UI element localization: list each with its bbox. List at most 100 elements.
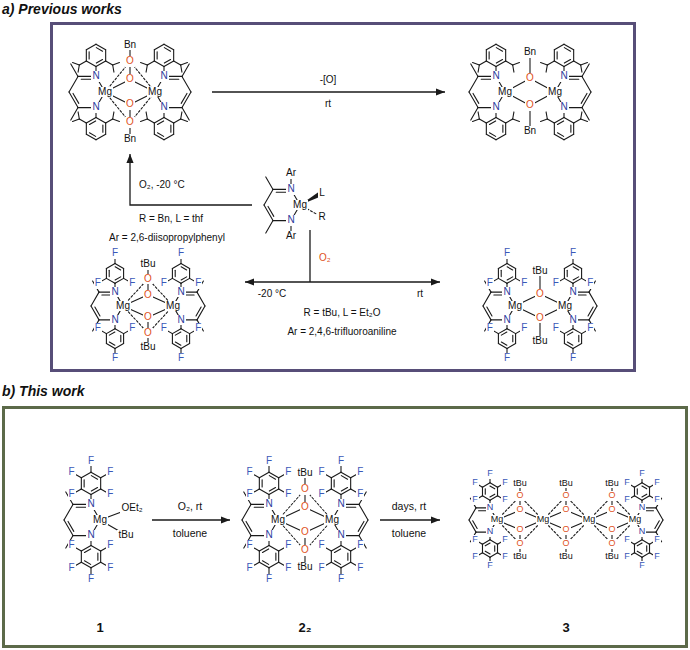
bond-line: [485, 489, 486, 495]
bond-line: [359, 504, 368, 520]
atom-label: F: [318, 467, 326, 478]
bond-line: [196, 307, 201, 316]
atom-label: F: [653, 495, 661, 504]
atom-label: Bn: [123, 134, 137, 145]
bond-line: [120, 335, 121, 341]
bond-line: [341, 562, 351, 568]
bond-line: [564, 48, 570, 52]
bond-line: [81, 489, 91, 495]
atom-label: F: [356, 563, 364, 574]
bond-line: [154, 61, 164, 67]
bond-line: [546, 65, 547, 72]
atom-label: N: [110, 287, 119, 298]
bond-line: [646, 546, 647, 552]
bond-line: [513, 65, 514, 72]
atom-label: F: [106, 540, 114, 551]
bond-line: [123, 268, 124, 278]
bond-line: [175, 270, 176, 276]
bond-line: [89, 133, 95, 137]
bond-line: [573, 329, 582, 334]
bond-line: [564, 44, 574, 50]
bond-line: [95, 307, 100, 316]
bond-line: [582, 64, 589, 76]
bond-line: [73, 63, 80, 65]
bond-line: [73, 119, 80, 121]
bond-line: [69, 92, 78, 108]
atom-label: F: [552, 278, 560, 289]
bond-line: [96, 60, 102, 64]
bond-line: [181, 267, 186, 270]
bond-line: [262, 549, 268, 553]
bond-line: [469, 520, 476, 532]
bond-line: [507, 277, 512, 280]
atom-label: N: [491, 71, 500, 82]
condition-label: toluene: [391, 528, 427, 539]
bond-line: [164, 61, 174, 67]
atom-label: F: [356, 540, 364, 551]
bond-line: [567, 342, 572, 345]
bond-line: [656, 520, 663, 532]
bond-line: [173, 123, 174, 134]
bond-line: [106, 334, 107, 344]
bond-line: [113, 63, 120, 65]
atom-label: tBu: [117, 530, 134, 541]
bond-line: [269, 472, 279, 478]
bond-line: [564, 117, 574, 123]
atom-label: F: [284, 467, 292, 478]
bond-line: [73, 93, 79, 103]
bond-line: [79, 61, 86, 65]
atom-label: tBu: [604, 552, 620, 561]
bond-line: [564, 60, 570, 64]
bond-line: [494, 546, 495, 552]
condition-label: O₂, -20 °C: [138, 180, 186, 191]
bond-line: [334, 561, 340, 565]
bond-line: [170, 125, 171, 132]
bond-line: [167, 79, 179, 80]
bond-line: [97, 553, 98, 560]
bond-line: [109, 342, 114, 345]
reaction-arrow: [245, 281, 440, 282]
bond-line: [485, 543, 490, 546]
bond-line: [334, 480, 335, 487]
bond-line: [570, 125, 571, 132]
atom-label: F: [471, 552, 479, 561]
atom-label: F: [246, 540, 254, 551]
atom-label: N: [264, 499, 273, 510]
bond-line: [147, 61, 154, 65]
bond-line: [554, 123, 555, 134]
atom-label: F: [106, 467, 114, 478]
bond-line: [482, 544, 483, 553]
bond-line: [573, 344, 582, 349]
bond-line: [81, 545, 91, 551]
bond-line: [501, 332, 506, 335]
bond-line: [278, 551, 279, 562]
atom-label: N: [159, 71, 168, 82]
bond-line: [513, 63, 520, 65]
atom-label: Mg: [490, 515, 505, 524]
atom-label: O: [535, 289, 545, 300]
bond-line: [564, 61, 574, 67]
bond-line: [71, 108, 78, 120]
atom-label: N: [568, 287, 577, 298]
bond-line: [259, 562, 269, 568]
bond-line: [473, 119, 480, 121]
panel-frame: b) This work: [2, 406, 688, 648]
bond-line: [91, 562, 101, 568]
bond-line: [242, 504, 251, 520]
bond-line: [574, 119, 581, 123]
bond-line: [331, 472, 341, 478]
bond-line: [175, 342, 180, 345]
bond-line: [482, 487, 483, 496]
bond-line: [515, 268, 516, 278]
bond-line: [649, 487, 650, 496]
bond-line: [181, 344, 190, 349]
bond-line: [81, 551, 82, 562]
atom-label: F: [653, 552, 661, 561]
condition-label: days, rt: [391, 501, 427, 512]
bond-line: [347, 553, 348, 560]
bond-line: [164, 48, 170, 52]
atom-label: N: [336, 499, 345, 510]
atom-label: F: [486, 278, 494, 289]
bond-line: [479, 119, 486, 123]
bond-line: [154, 134, 164, 140]
